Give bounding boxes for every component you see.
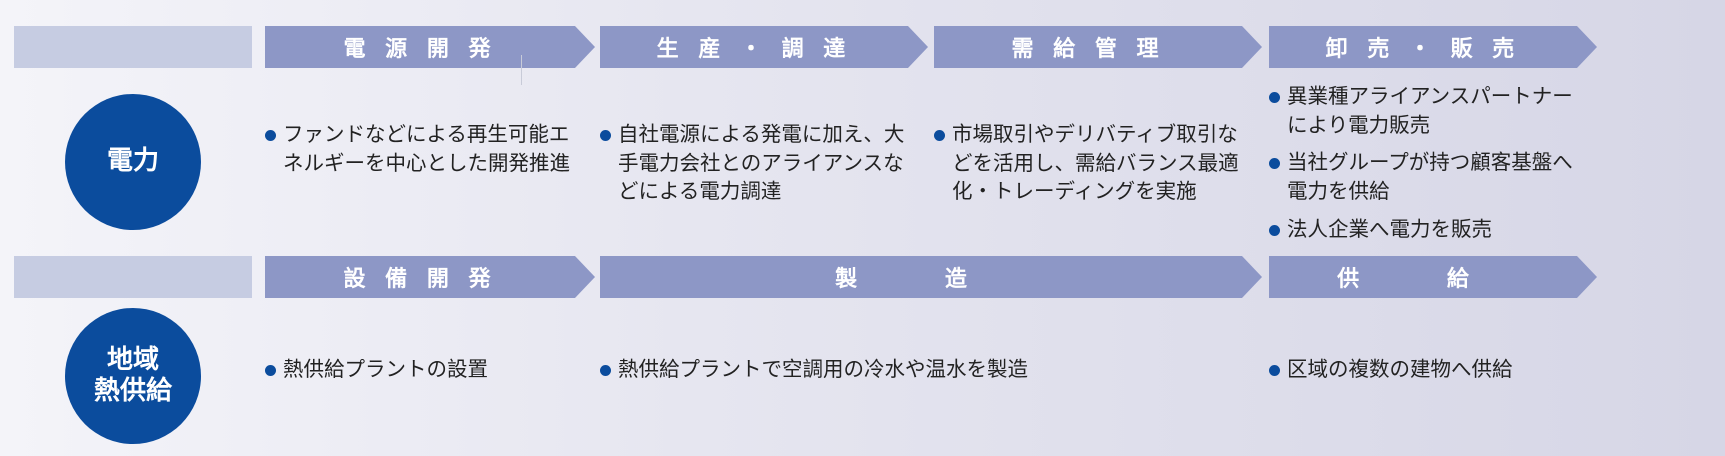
stage-electric-development: 電 源 開 発 bbox=[265, 26, 595, 68]
bullet-item: ファンドなどによる再生可能エネルギーを中心とした開発推進 bbox=[265, 120, 580, 177]
row-header-spacer bbox=[14, 26, 252, 68]
cell-electric-procurement: 自社電源による発電に加え、大手電力会社とのアライアンスなどによる電力調達 bbox=[600, 120, 915, 215]
bullet-item: 異業種アライアンスパートナーにより電力販売 bbox=[1269, 82, 1579, 139]
cell-heat-manufacturing: 熱供給プラントで空調用の冷水や温水を製造 bbox=[600, 355, 1220, 393]
bullet-item: 熱供給プラントの設置 bbox=[265, 355, 585, 384]
category-circle-district-heating: 地域 熱供給 bbox=[65, 308, 201, 444]
bullet-item: 自社電源による発電に加え、大手電力会社とのアライアンスなどによる電力調達 bbox=[600, 120, 915, 206]
stage-electric-sales: 卸 売 ・ 販 売 bbox=[1269, 26, 1597, 68]
bullet-item: 熱供給プラントで空調用の冷水や温水を製造 bbox=[600, 355, 1220, 384]
stage-electric-supply-demand: 需 給 管 理 bbox=[934, 26, 1262, 68]
bullet-item: 区域の複数の建物へ供給 bbox=[1269, 355, 1589, 384]
bullet-item: 市場取引やデリバティブ取引などを活用し、需給バランス最適化・トレーディングを実施 bbox=[934, 120, 1249, 206]
bullet-item: 法人企業へ電力を販売 bbox=[1269, 215, 1579, 244]
divider-tick bbox=[521, 55, 522, 85]
bullet-item: 当社グループが持つ顧客基盤へ電力を供給 bbox=[1269, 148, 1579, 205]
stage-heat-supply: 供 給 bbox=[1269, 256, 1597, 298]
cell-electric-development: ファンドなどによる再生可能エネルギーを中心とした開発推進 bbox=[265, 120, 580, 186]
category-circle-electricity: 電力 bbox=[65, 94, 201, 230]
stage-heat-manufacturing: 製 造 bbox=[600, 256, 1262, 298]
stage-electric-procurement: 生 産 ・ 調 達 bbox=[600, 26, 928, 68]
cell-heat-supply: 区域の複数の建物へ供給 bbox=[1269, 355, 1589, 393]
cell-electric-sales: 異業種アライアンスパートナーにより電力販売 当社グループが持つ顧客基盤へ電力を供… bbox=[1269, 82, 1579, 252]
cell-electric-supply-demand: 市場取引やデリバティブ取引などを活用し、需給バランス最適化・トレーディングを実施 bbox=[934, 120, 1249, 215]
cell-heat-development: 熱供給プラントの設置 bbox=[265, 355, 585, 393]
stage-heat-development: 設 備 開 発 bbox=[265, 256, 595, 298]
row-header-spacer bbox=[14, 256, 252, 298]
